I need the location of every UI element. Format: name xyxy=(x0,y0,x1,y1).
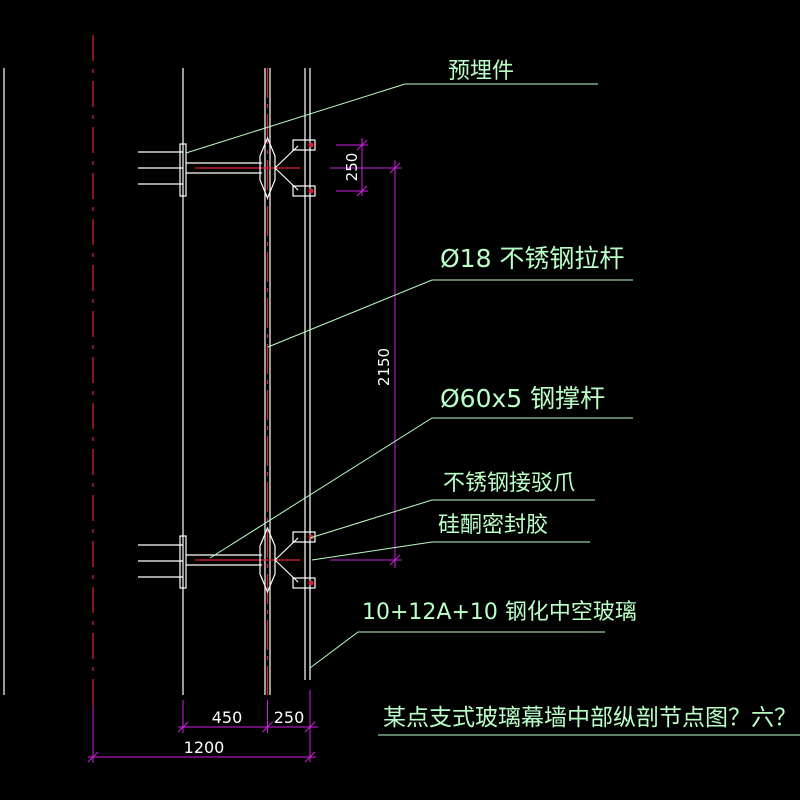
tick xyxy=(177,721,189,733)
bolt-head-top xyxy=(292,531,316,543)
dim-text-250-top: 250 xyxy=(343,153,361,182)
sealant-dot xyxy=(308,142,314,148)
label-spider-claw: 不锈钢接驳爪 xyxy=(443,471,575,496)
rod-turnbuckle xyxy=(259,136,276,200)
tick xyxy=(262,721,273,733)
bolt-head-top xyxy=(292,139,316,151)
tick xyxy=(356,139,368,151)
bottom-sealant xyxy=(308,534,314,586)
top-sealant xyxy=(308,142,314,194)
leaders xyxy=(185,83,800,736)
drawing-title: 某点支式玻璃幕墙中部纵剖节点图？六？ xyxy=(383,705,797,731)
label-glass: 10+12A+10 钢化中空玻璃 xyxy=(362,600,637,625)
dimensions xyxy=(87,138,402,763)
leader-sealant xyxy=(311,541,590,561)
label-strut: Ø60x5 钢撑杆 xyxy=(440,384,605,413)
leader-tie-rod xyxy=(267,279,633,348)
bolt-head-bottom xyxy=(292,577,316,589)
structure xyxy=(3,68,311,695)
tick xyxy=(389,554,401,566)
rod-turnbuckle xyxy=(259,526,276,594)
bottom-connection xyxy=(138,526,316,594)
leader-spider-claw xyxy=(309,499,595,539)
spider-arm-bottom xyxy=(274,559,299,583)
top-connection xyxy=(138,136,316,200)
label-tie-rod: Ø18 不锈钢拉杆 xyxy=(440,244,624,273)
tick xyxy=(389,162,401,174)
tick xyxy=(87,751,99,763)
tick xyxy=(304,721,316,733)
leader-strut xyxy=(209,417,633,559)
leader-embedded-part xyxy=(185,83,598,154)
bolt-head-bottom xyxy=(292,185,316,197)
tick xyxy=(356,185,368,197)
embedded-plate xyxy=(179,143,187,197)
embedded-plate xyxy=(179,535,187,589)
spider-arm-bottom xyxy=(274,167,299,191)
sealant-dot xyxy=(308,580,314,586)
dim-text-1200: 1200 xyxy=(184,738,225,757)
dim-text-450: 450 xyxy=(212,708,243,727)
label-embedded-part: 预埋件 xyxy=(448,59,514,84)
sealant-dot xyxy=(308,188,314,194)
leader-glass xyxy=(309,631,605,669)
spider-arm-top xyxy=(274,537,299,561)
label-sealant: 硅酮密封胶 xyxy=(438,513,548,538)
sealant-dot xyxy=(308,534,314,540)
spider-arm-top xyxy=(274,145,299,169)
tick xyxy=(304,751,316,763)
dim-text-250-bottom: 250 xyxy=(274,708,305,727)
dim-text-2150: 2150 xyxy=(375,348,393,386)
centerlines xyxy=(92,35,300,705)
